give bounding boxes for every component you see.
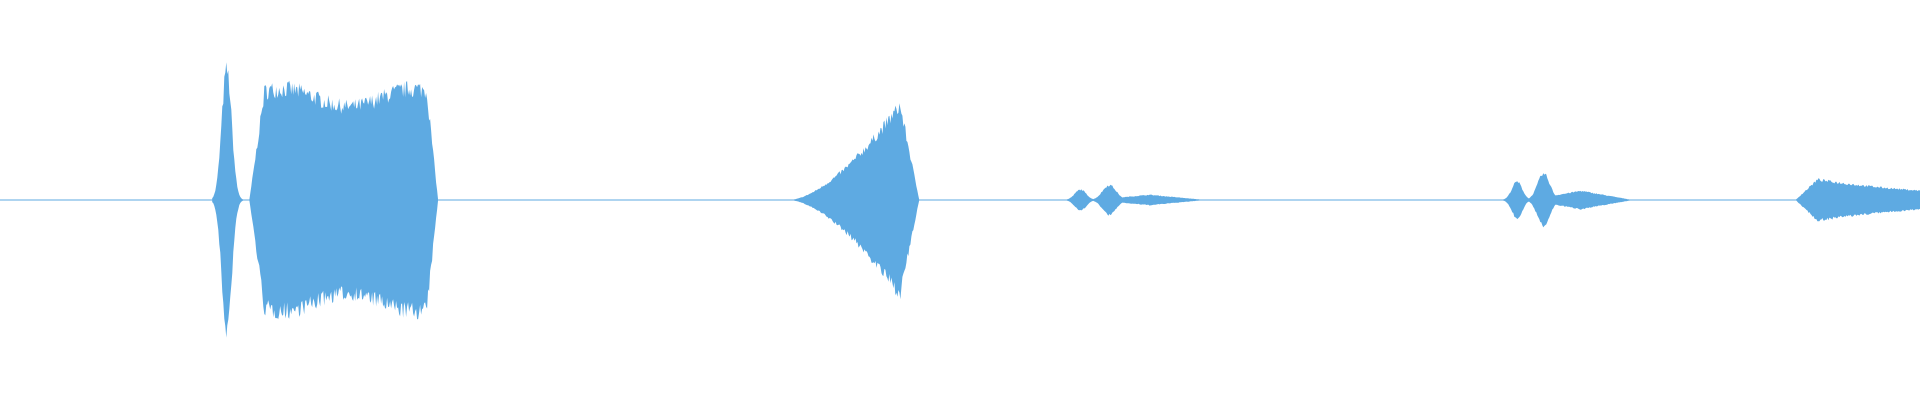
waveform-segments [212,62,1920,338]
waveform-segment-2 [789,103,920,300]
waveform-segment-1-body [249,80,439,320]
waveform-segment-3 [1061,184,1222,216]
waveform-segment-1-spike [212,62,245,338]
waveform-segment-5 [1795,178,1920,222]
waveform-segment-4 [1499,173,1648,228]
